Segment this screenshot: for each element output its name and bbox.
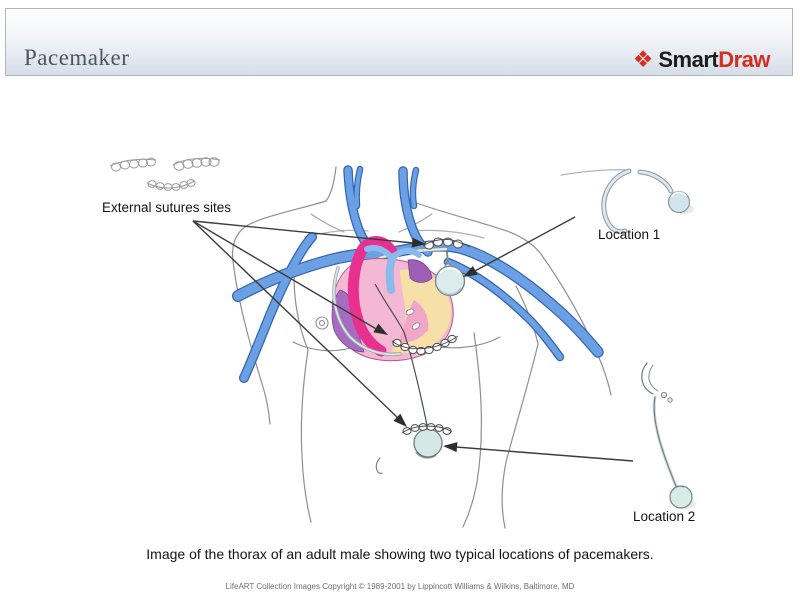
label-external-sutures-sites: External sutures sites <box>102 200 232 215</box>
smartdraw-wordmark-draw: Draw <box>718 47 770 72</box>
label-location-2: Location 2 <box>633 509 696 524</box>
abdominal-pacemaker-disk <box>413 428 443 458</box>
smartdraw-diamond-icon: ❖ <box>632 46 654 73</box>
veins <box>233 166 603 382</box>
abdominal-pacemaker <box>401 423 453 459</box>
implanted-pacemaker-disk <box>434 265 466 297</box>
suture-samples <box>109 157 221 191</box>
heart <box>331 236 454 362</box>
location1-device <box>560 168 694 235</box>
page-title: Pacemaker <box>24 45 130 70</box>
caption: Image of the thorax of an adult male sho… <box>146 546 654 562</box>
pointer-arrows <box>192 216 634 462</box>
label-location-1: Location 1 <box>598 227 661 242</box>
abdominal-lead <box>374 283 429 431</box>
location1-device-disk <box>667 190 691 214</box>
chest-sutures <box>391 334 459 356</box>
copyright-footer: LifeART Collection Images Copyright © 19… <box>225 582 575 591</box>
header-bar: Pacemaker ❖ SmartDraw <box>5 8 793 76</box>
torso-outline <box>231 166 612 529</box>
implanted-pacemaker <box>434 251 466 297</box>
smartdraw-wordmark-smart: Smart <box>658 47 719 72</box>
clavicle-sutures <box>422 237 471 250</box>
location2-device <box>641 362 696 509</box>
navel <box>375 457 383 474</box>
smartdraw-logo: ❖ SmartDraw <box>632 46 771 73</box>
smartdraw-wordmark: SmartDraw <box>658 47 770 73</box>
